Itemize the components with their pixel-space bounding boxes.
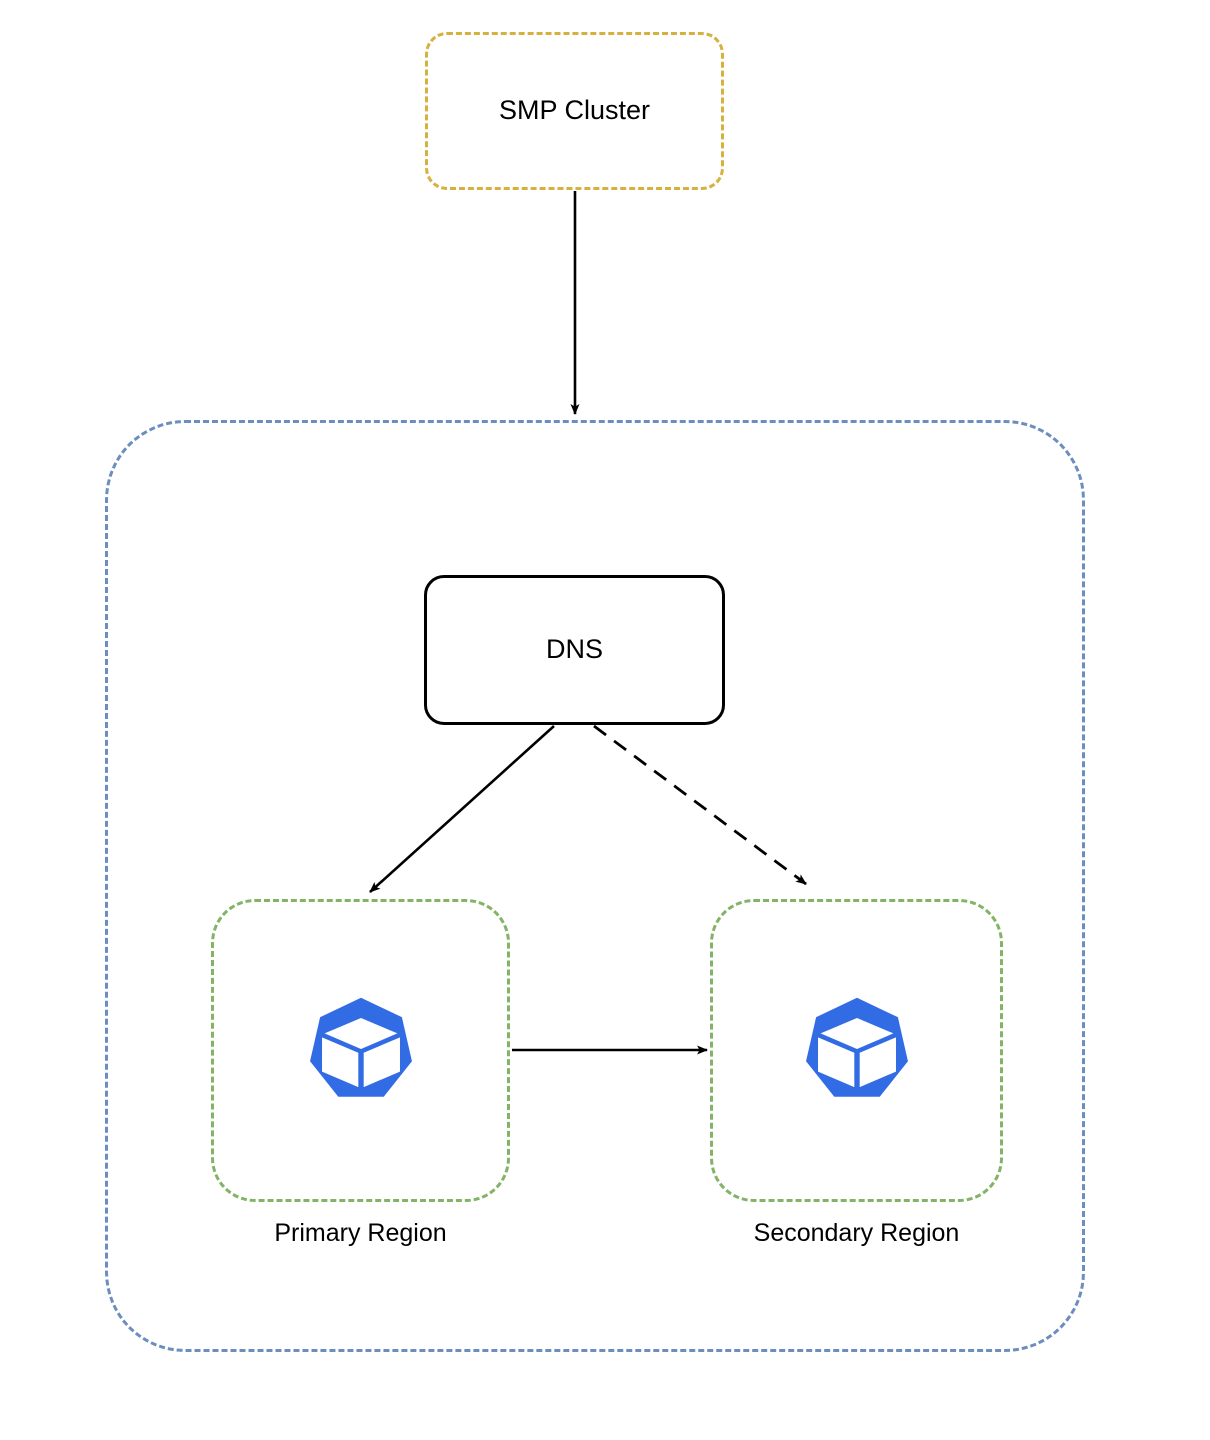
smp-cluster-label: SMP Cluster [498, 95, 651, 126]
secondary-region-boundary[interactable] [710, 899, 1003, 1202]
kubernetes-icon [309, 997, 412, 1097]
dns-node[interactable]: DNS [424, 575, 725, 725]
secondary-region-label: Secondary Region [753, 1219, 960, 1247]
primary-region-label: Primary Region [274, 1219, 447, 1247]
platform-container-boundary[interactable] [105, 420, 1085, 1352]
dns-label: DNS [545, 634, 603, 665]
smp-cluster-node[interactable]: SMP Cluster [425, 32, 724, 190]
kubernetes-icon [805, 997, 908, 1097]
primary-region-boundary[interactable] [211, 899, 510, 1202]
